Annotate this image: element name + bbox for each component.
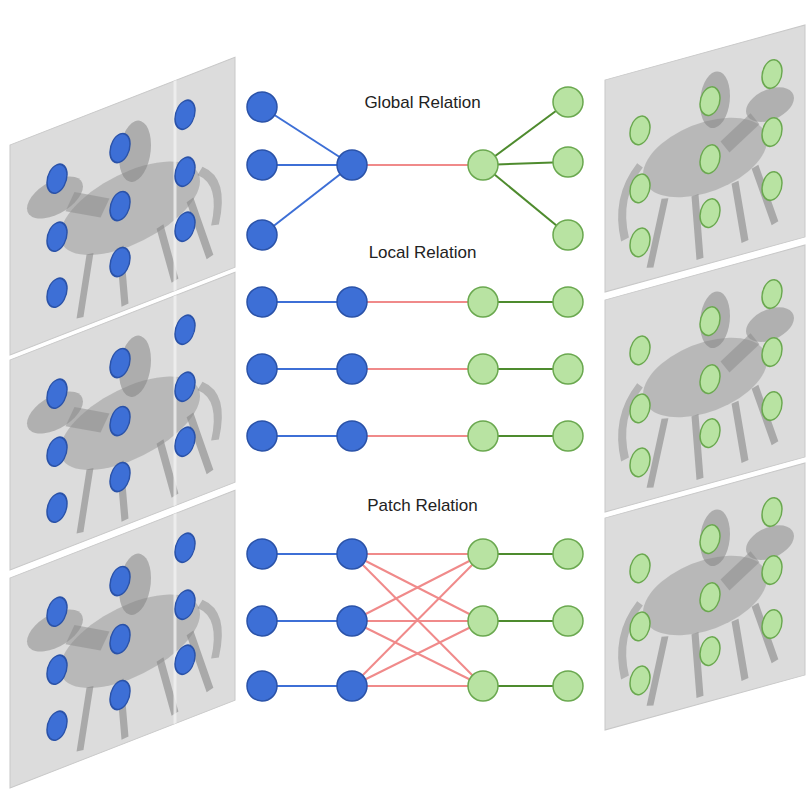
relation-box: Patch Relation: [317, 485, 528, 716]
box-outline: [318, 486, 527, 715]
box-title: Global Relation: [317, 82, 528, 113]
box-shape: [317, 485, 528, 716]
relation-box: Global Relation: [317, 82, 528, 212]
box-title: Local Relation: [317, 232, 528, 263]
relation-box: Local Relation: [317, 232, 528, 466]
box-shape: [317, 232, 528, 466]
box-outline: [318, 233, 527, 465]
box-title: Patch Relation: [317, 485, 528, 516]
box-outline: [318, 83, 527, 211]
